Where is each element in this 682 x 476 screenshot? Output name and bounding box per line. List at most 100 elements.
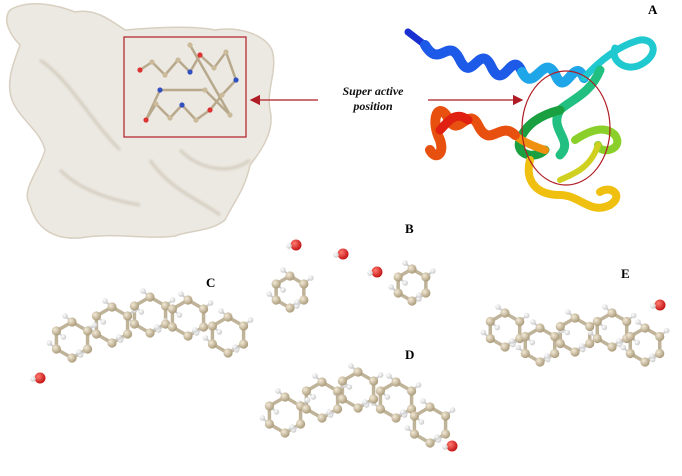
carbon-atom: [425, 438, 435, 448]
carbon-atom: [607, 308, 617, 318]
residue-atom: [233, 77, 239, 83]
hydrogen-atom: [480, 329, 487, 336]
label-e: E: [621, 266, 630, 281]
carbon-atom: [555, 338, 565, 349]
residue-atom: [149, 59, 155, 65]
carbon-atom: [391, 413, 401, 423]
carbon-atom: [535, 357, 545, 367]
carbon-atom: [337, 376, 348, 386]
hydrogen-atom: [430, 268, 436, 274]
hydrogen-atom: [289, 424, 295, 430]
residue-bond: [144, 89, 162, 121]
hydrogen-atom: [515, 344, 522, 351]
hydrogen-atom: [169, 297, 176, 303]
carbon-atom: [592, 316, 602, 327]
carbon-atom: [421, 288, 431, 298]
callout-line-1: Super active: [342, 84, 404, 98]
carbon-atom: [550, 331, 560, 342]
hydrogen-atom: [449, 407, 456, 413]
carbon-atom: [550, 348, 560, 359]
carbon-atom: [317, 413, 327, 423]
carbon-atom: [183, 331, 193, 341]
carbon-atom: [51, 344, 62, 354]
carbon-atom: [500, 308, 510, 318]
carbon-atom: [129, 319, 140, 329]
hydrogen-atom: [275, 388, 281, 394]
carbon-atom: [570, 347, 580, 357]
carbon-atom: [570, 313, 580, 323]
oxygen-atom: [34, 372, 46, 384]
hydrogen-atom: [218, 308, 224, 314]
carbon-atom: [485, 316, 495, 327]
protein-surface: [6, 3, 275, 239]
hydrogen-atom: [348, 363, 354, 369]
residue-atom: [207, 107, 213, 113]
carbon-atom: [391, 377, 401, 387]
oxygen-atom: [337, 248, 349, 260]
carbon-atom: [264, 401, 275, 411]
hydrogen-atom: [616, 338, 622, 344]
hydrogen-atom: [400, 409, 406, 415]
carbon-atom: [280, 392, 290, 402]
hydrogen-atom: [312, 373, 318, 379]
carbon-atom: [285, 303, 295, 313]
super-active-position-label: Super active position: [318, 84, 428, 114]
carbon-atom: [198, 322, 209, 332]
carbon-atom: [51, 326, 62, 336]
carbon-atom: [407, 296, 417, 306]
hydrogen-atom: [176, 312, 183, 318]
carbon-atom: [625, 348, 635, 359]
carbon-atom: [585, 338, 595, 349]
residue-bond: [213, 51, 227, 69]
hydrogen-atom: [232, 344, 238, 350]
carbon-atom: [145, 292, 155, 302]
carbon-atom: [107, 338, 117, 348]
hydrogen-atom: [630, 312, 637, 319]
hydrogen-atom: [416, 292, 422, 298]
hydrogen-atom: [523, 312, 530, 319]
hydrogen-atom: [280, 267, 286, 273]
residue-atom: [179, 102, 185, 108]
hydrogen-atom: [529, 339, 536, 346]
carbon-atom: [301, 404, 312, 414]
carbon-atom: [299, 279, 309, 289]
carbon-atom: [535, 323, 545, 333]
hydrogen-atom: [333, 252, 339, 258]
hydrogen-atom: [308, 275, 314, 281]
residue-atom: [137, 67, 143, 73]
hydrogen-atom: [377, 372, 384, 378]
carbon-atom: [67, 353, 77, 363]
residue-bond: [221, 79, 237, 96]
carbon-atom: [82, 344, 93, 354]
oxygen-atom: [371, 266, 383, 278]
carbon-atom: [207, 339, 218, 349]
molecule-d: [259, 363, 458, 452]
oxygen-atom: [290, 239, 302, 251]
hydrogen-atom: [192, 327, 198, 333]
carbon-atom: [640, 323, 650, 333]
residue-bond: [224, 51, 238, 81]
hydrogen-atom: [565, 309, 571, 315]
carbon-atom: [353, 367, 363, 377]
carbon-atom: [375, 386, 386, 396]
protein-ribbon: [404, 28, 657, 212]
molecules: [30, 239, 670, 452]
hydrogen-atom: [388, 284, 394, 290]
hydrogen-atom: [601, 324, 608, 331]
hydrogen-atom: [495, 304, 501, 310]
residue-atom: [211, 65, 217, 71]
hydrogen-atom: [367, 270, 373, 276]
hydrogen-atom: [91, 322, 98, 328]
active-site-ellipse: [521, 70, 611, 186]
hydrogen-atom: [178, 291, 184, 297]
carbon-atom: [207, 321, 218, 331]
carbon-atom: [421, 272, 431, 282]
hydrogen-atom: [62, 313, 68, 319]
carbon-atom: [299, 295, 309, 305]
residue-atom: [223, 49, 229, 55]
residue-atom: [187, 42, 193, 48]
hydrogen-atom: [202, 335, 209, 341]
carbon-atom: [655, 331, 665, 342]
hydrogen-atom: [216, 329, 223, 335]
